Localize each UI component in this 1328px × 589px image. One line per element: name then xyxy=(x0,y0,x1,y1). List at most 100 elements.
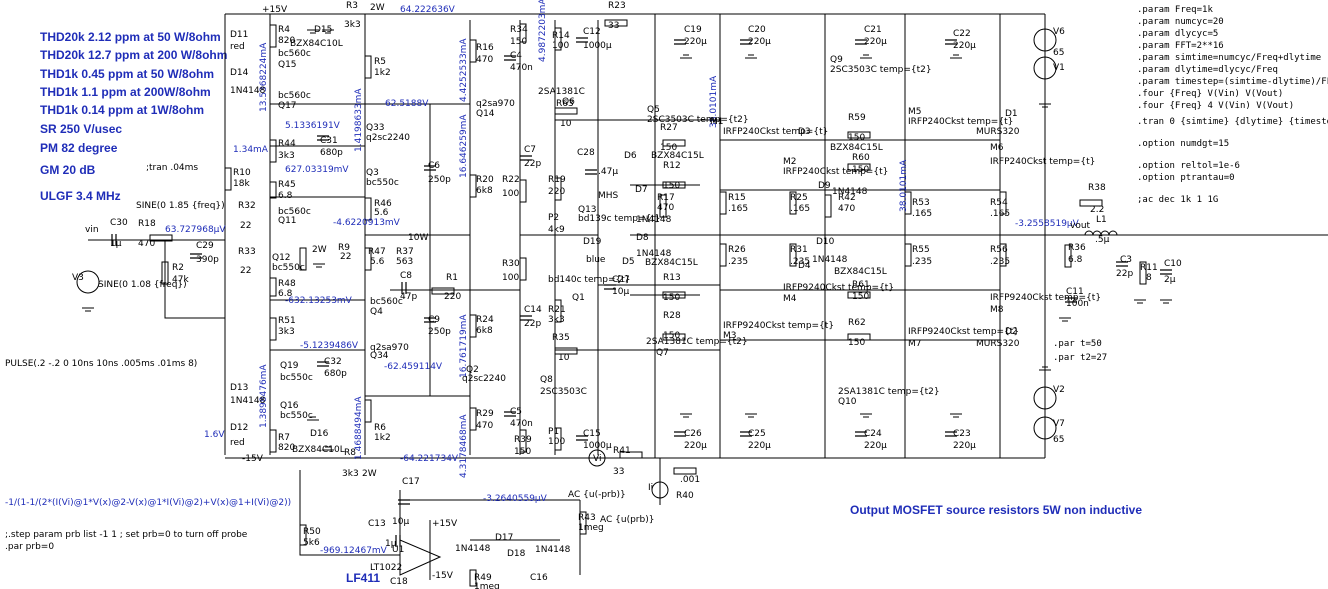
svg-text:V2: V2 xyxy=(1053,385,1065,395)
svg-text:150: 150 xyxy=(663,181,680,191)
spec-0: THD20k 2.12 ppm at 50 W/8ohm xyxy=(40,30,221,44)
svg-text:D3: D3 xyxy=(798,127,811,137)
svg-text:q2sc2240: q2sc2240 xyxy=(462,374,506,384)
svg-text:.5μ: .5μ xyxy=(1095,235,1110,245)
svg-text:R31: R31 xyxy=(790,245,808,255)
svg-text:220μ: 220μ xyxy=(953,441,976,451)
label-sine: SINE(0 1.85 {freq}) xyxy=(136,201,225,211)
svg-text:220μ: 220μ xyxy=(748,37,771,47)
svg-text:47p: 47p xyxy=(400,292,417,302)
directive-4: .param simtime=numcyc/Freq+dlytime xyxy=(1137,53,1321,63)
svg-text:C21: C21 xyxy=(864,25,882,35)
nv-v9: -969.12467mV xyxy=(320,546,388,556)
svg-text:R36: R36 xyxy=(1068,243,1086,253)
svg-text:3k3: 3k3 xyxy=(278,327,295,337)
svg-text:2SA1381C: 2SA1381C xyxy=(538,87,585,97)
svg-text:C4: C4 xyxy=(510,51,522,61)
svg-text:R17: R17 xyxy=(657,193,675,203)
svg-text:22: 22 xyxy=(240,221,251,231)
rail-neg-label: -15V xyxy=(242,454,264,464)
svg-text:1N4148: 1N4148 xyxy=(535,545,571,555)
svg-text:1N4148: 1N4148 xyxy=(230,86,266,96)
svg-text:P1: P1 xyxy=(548,427,559,437)
svg-text:Q7: Q7 xyxy=(656,348,669,358)
svg-text:red: red xyxy=(230,42,245,52)
svg-text:2SA1381C temp={t2}: 2SA1381C temp={t2} xyxy=(646,337,748,347)
nv-vout: -3.2558519μV xyxy=(1015,219,1080,229)
svg-text:R40: R40 xyxy=(676,491,694,501)
directive-10: .option numdgt=15 xyxy=(1137,139,1229,149)
svg-text:R28: R28 xyxy=(663,311,681,321)
svg-text:R13: R13 xyxy=(663,273,681,283)
directive-1: .param numcyc=20 xyxy=(1137,17,1224,27)
svg-text:C6: C6 xyxy=(428,161,440,171)
svg-text:22: 22 xyxy=(240,266,251,276)
svg-text:.235: .235 xyxy=(990,257,1010,267)
svg-text:R3: R3 xyxy=(346,1,358,11)
svg-text:R21: R21 xyxy=(548,305,566,315)
svg-text:R18: R18 xyxy=(138,219,156,229)
svg-text:100n: 100n xyxy=(1066,299,1089,309)
nv-v6: -5.1239486V xyxy=(300,341,359,351)
svg-text:Q8: Q8 xyxy=(540,375,553,385)
svg-text:C15: C15 xyxy=(583,429,601,439)
current-i7: 1.4688494mA xyxy=(354,396,364,460)
svg-text:q2sa970: q2sa970 xyxy=(476,99,515,109)
opamp-u1 xyxy=(399,539,442,576)
svg-text:Q16: Q16 xyxy=(280,401,299,411)
svg-text:.235: .235 xyxy=(790,257,810,267)
label-ii: Ii xyxy=(648,483,653,493)
svg-text:M6: M6 xyxy=(990,143,1004,153)
svg-text:1000μ: 1000μ xyxy=(583,41,612,51)
svg-text:M5: M5 xyxy=(908,107,922,117)
svg-text:BZX84C15L: BZX84C15L xyxy=(834,267,887,277)
svg-text:220μ: 220μ xyxy=(864,37,887,47)
svg-text:C8: C8 xyxy=(400,271,412,281)
svg-text:C3: C3 xyxy=(1120,255,1132,265)
spec-annotations: THD20k 2.12 ppm at 50 W/8ohm THD20k 12.7… xyxy=(40,30,227,203)
svg-text:IRFP9240Ckst temp={t}: IRFP9240Ckst temp={t} xyxy=(723,321,834,331)
svg-text:6k8: 6k8 xyxy=(476,326,493,336)
svg-text:R22: R22 xyxy=(502,175,520,185)
svg-text:47k: 47k xyxy=(172,275,189,285)
directive-7: .four {Freq} V(Vin) V(Vout) xyxy=(1137,89,1283,99)
svg-text:Q4: Q4 xyxy=(370,307,383,317)
svg-text:R46: R46 xyxy=(374,199,392,209)
svg-text:150: 150 xyxy=(848,133,865,143)
svg-text:2.2: 2.2 xyxy=(1090,205,1104,215)
svg-text:IRFP240Ckst temp={t}: IRFP240Ckst temp={t} xyxy=(723,127,828,137)
svg-text:D15: D15 xyxy=(314,25,332,35)
svg-text:470n: 470n xyxy=(510,419,533,429)
svg-text:R5: R5 xyxy=(374,57,386,67)
svg-text:150: 150 xyxy=(852,165,869,175)
svg-text:3k3: 3k3 xyxy=(548,315,565,325)
svg-text:R27: R27 xyxy=(660,123,678,133)
nv-v7: -62.459114V xyxy=(384,362,443,372)
directive-3: .param FFT=2**16 xyxy=(1137,41,1224,51)
svg-text:1meg: 1meg xyxy=(578,523,604,533)
svg-text:1μ: 1μ xyxy=(385,539,397,549)
svg-text:10μ: 10μ xyxy=(392,517,409,527)
current-i5: 16.646259mA xyxy=(459,114,469,178)
svg-text:R16: R16 xyxy=(476,43,494,53)
svg-text:BZX84C15L: BZX84C15L xyxy=(651,151,704,161)
directive-9: .tran 0 {simtime} {dlytime} {timestep} xyxy=(1137,117,1328,127)
svg-text:22p: 22p xyxy=(1116,269,1133,279)
svg-text:R60: R60 xyxy=(852,153,870,163)
svg-text:680p: 680p xyxy=(324,369,347,379)
nv-v1: 62.5188V xyxy=(385,99,429,109)
svg-text:150: 150 xyxy=(514,447,531,457)
directive-6: .param timestep=(simtime-dlytime)/FFT xyxy=(1137,77,1328,87)
svg-text:R7: R7 xyxy=(278,433,290,443)
svg-text:R12: R12 xyxy=(663,161,681,171)
label-10w: 10W xyxy=(408,233,428,243)
svg-text:.165: .165 xyxy=(990,209,1010,219)
svg-text:MURS320: MURS320 xyxy=(976,127,1020,137)
svg-text:Q6: Q6 xyxy=(562,97,575,107)
svg-text:bc550c: bc550c xyxy=(280,373,313,383)
svg-text:V7: V7 xyxy=(1053,419,1065,429)
svg-text:220μ: 220μ xyxy=(684,441,707,451)
svg-text:V3: V3 xyxy=(72,273,84,283)
svg-text:q2sa970: q2sa970 xyxy=(370,343,409,353)
svg-text:10: 10 xyxy=(560,119,572,129)
